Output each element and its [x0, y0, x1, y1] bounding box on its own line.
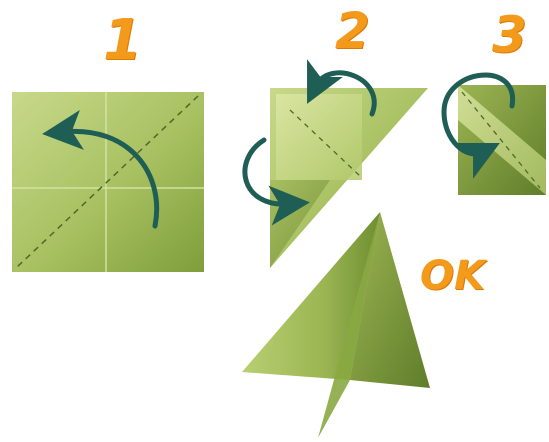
step-3-number: 3: [492, 6, 528, 64]
result-ok-label: OK: [420, 253, 485, 299]
step-1-figure: [12, 92, 204, 272]
step-3-figure: [444, 75, 546, 195]
step-2-light-flap: [276, 94, 362, 180]
step-1-number: 1: [103, 8, 143, 73]
step-2-number: 2: [335, 2, 371, 60]
step-2-figure: [245, 73, 428, 268]
step-2-lower-flap: [270, 180, 330, 268]
